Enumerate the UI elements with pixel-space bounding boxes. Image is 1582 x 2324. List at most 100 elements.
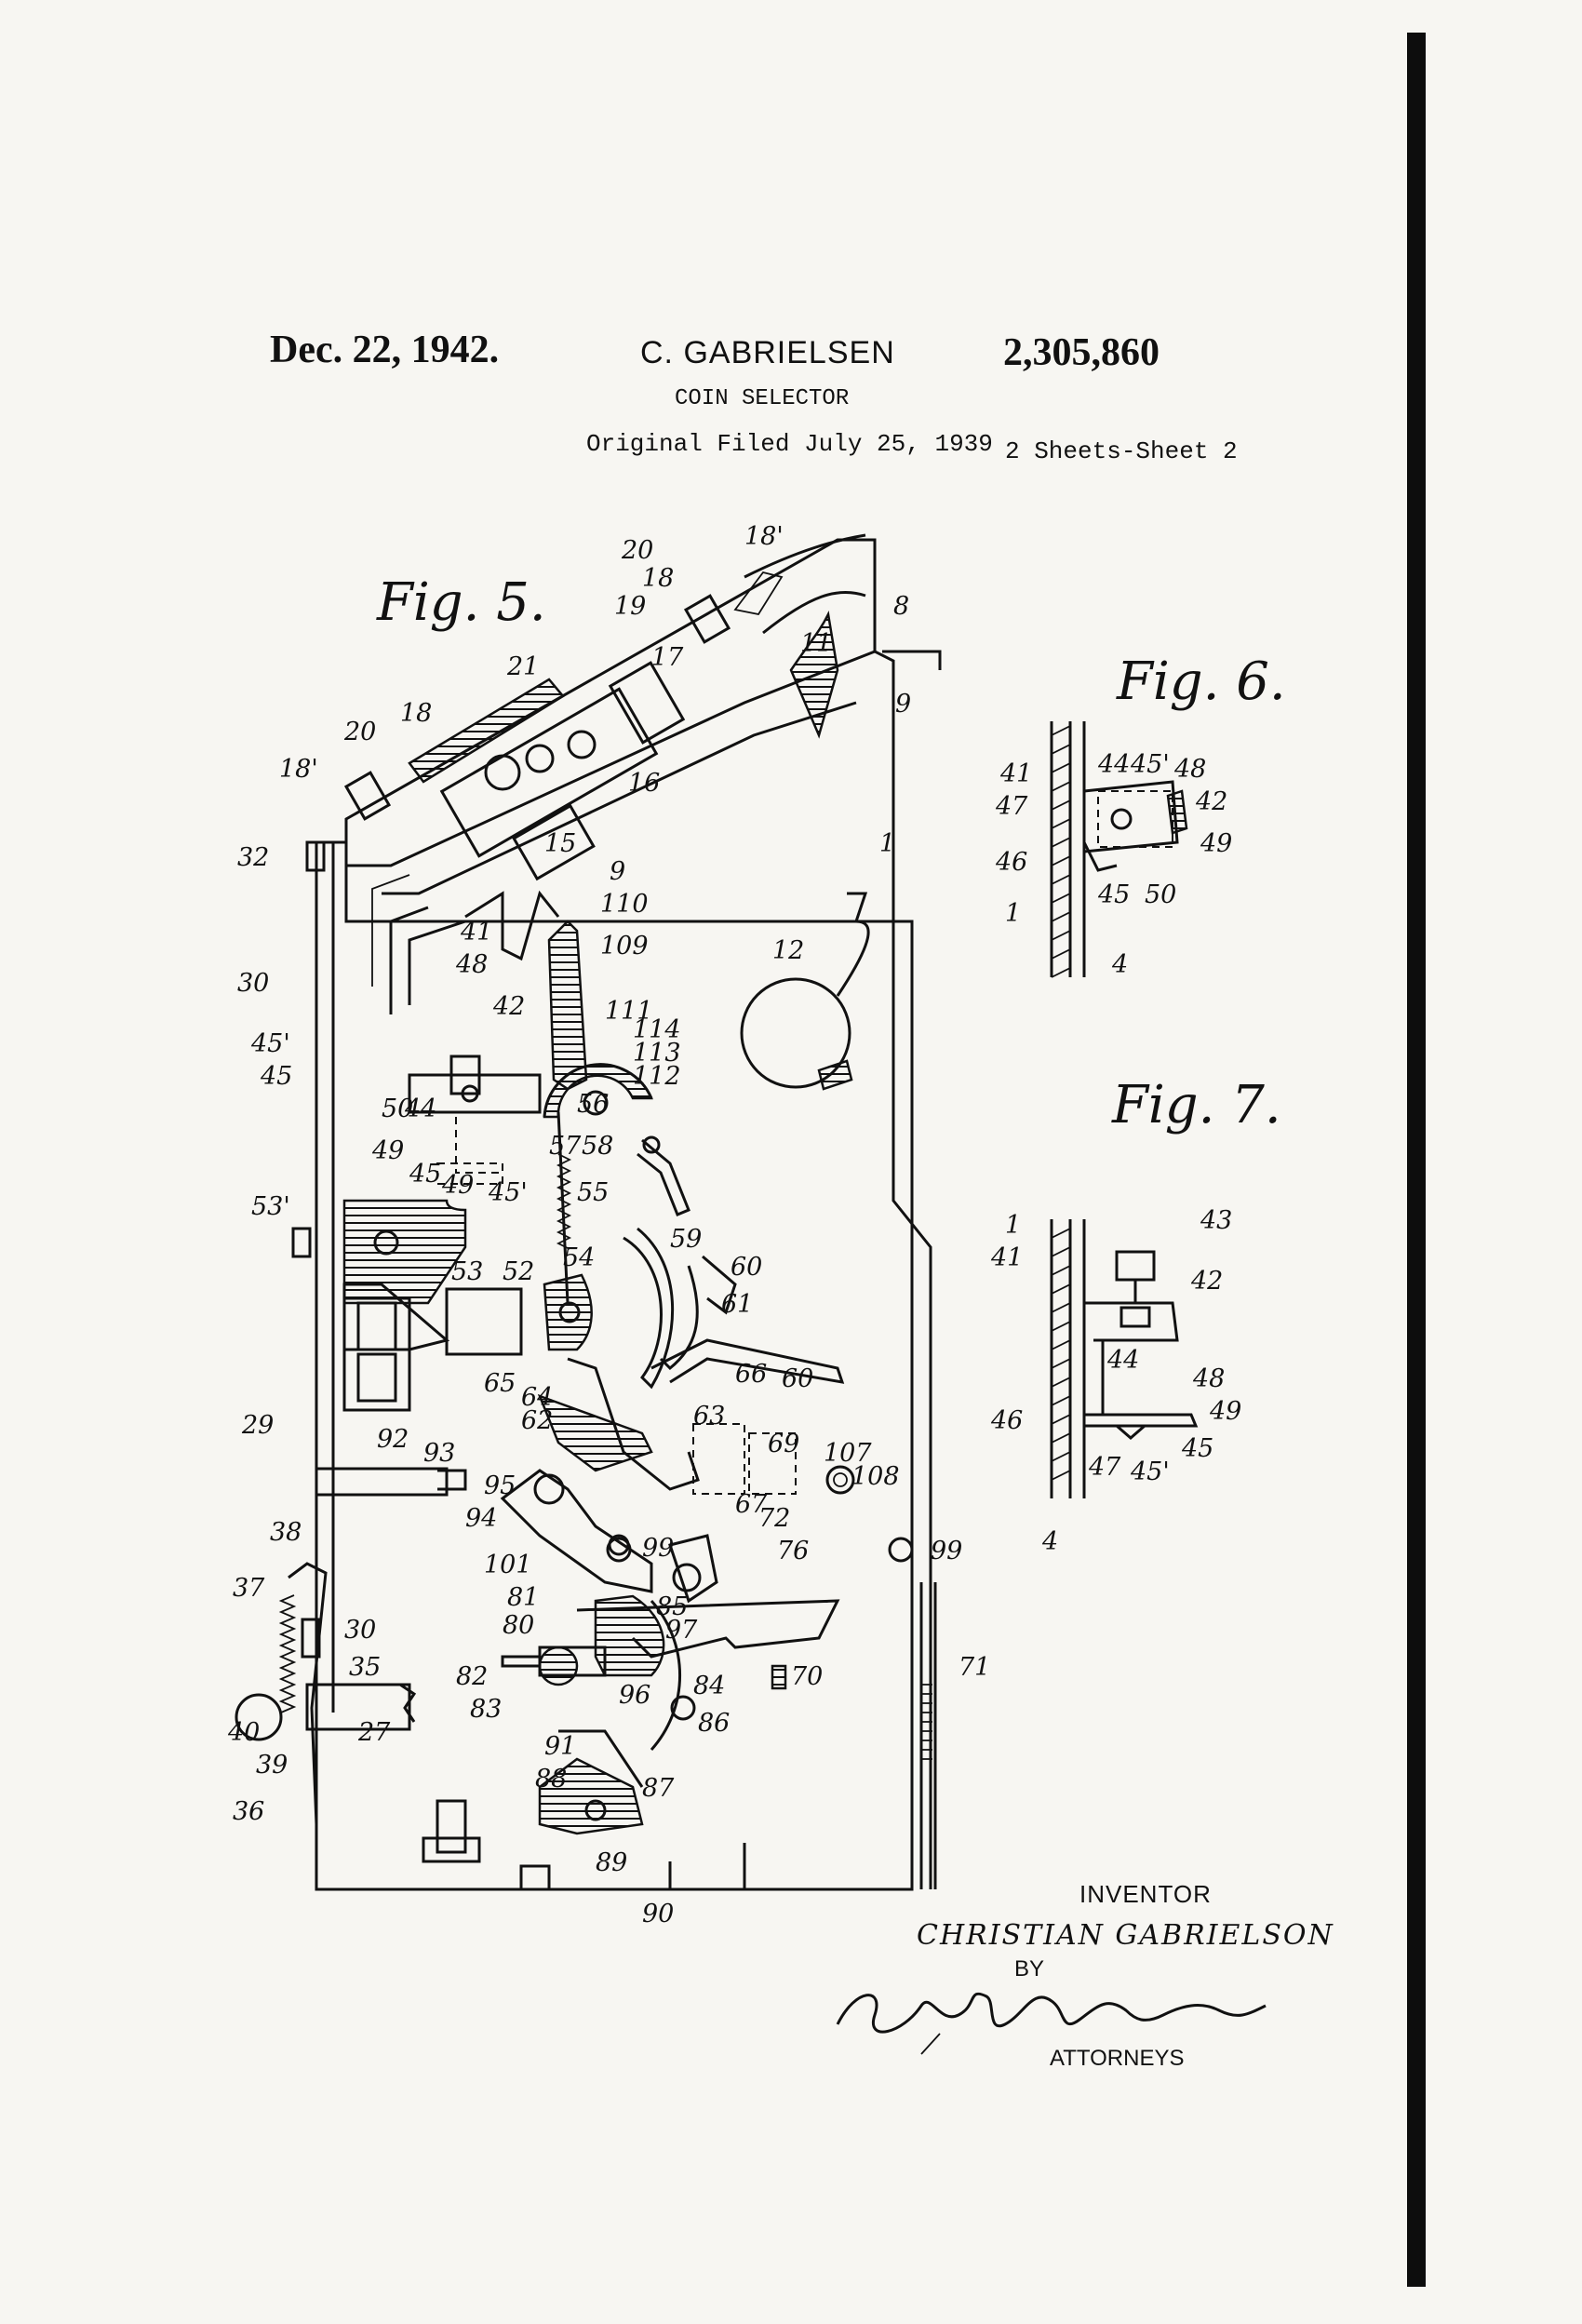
ref-label: 21 <box>506 652 539 681</box>
ref-label: 63 <box>693 1402 725 1431</box>
ref-label: 56 <box>577 1090 609 1119</box>
ref-label: 45' <box>1130 750 1170 779</box>
ref-label: 60 <box>782 1364 813 1393</box>
ref-label: 4 <box>1111 950 1128 979</box>
ref-label: 41 <box>990 1243 1023 1272</box>
ref-label: 64 <box>521 1383 553 1412</box>
slide-44 <box>408 1073 542 1114</box>
ref-label: 95 <box>484 1471 516 1500</box>
ref-label: 87 <box>642 1774 675 1803</box>
filing-info: Original Filed July 25, 1939 <box>586 430 993 458</box>
ref-label: 59 <box>670 1225 702 1254</box>
ref-label: 90 <box>642 1900 674 1928</box>
ref-label: 11 <box>800 629 832 658</box>
ref-label: 20 <box>343 718 376 746</box>
ref-label: 60 <box>731 1253 762 1282</box>
fig5-reference-numerals: 20 18' 18 19 8 17 11 9 21 18 20 18' 16 1… <box>227 522 990 1928</box>
ref-label: 16 <box>628 769 660 798</box>
ref-label: 18' <box>744 522 784 551</box>
ref-label: 53' <box>251 1192 290 1221</box>
ref-label: 66 <box>735 1360 767 1389</box>
ref-label: 72 <box>758 1504 790 1533</box>
ref-label: 97 <box>665 1616 698 1645</box>
ref-label: 65 <box>484 1369 516 1398</box>
ref-label: 15 <box>544 829 576 858</box>
ref-label: 45 <box>409 1160 441 1189</box>
ref-label: 46 <box>990 1406 1023 1435</box>
ref-label: 89 <box>596 1848 627 1877</box>
spring-21 <box>408 678 565 784</box>
ref-label: 70 <box>791 1662 823 1691</box>
ref-label: 17 <box>651 643 684 672</box>
ref-label: 9 <box>895 690 911 719</box>
ref-label: 81 <box>507 1583 539 1612</box>
ref-label: 48 <box>455 950 488 979</box>
ref-label: 39 <box>256 1751 288 1780</box>
ref-label: 88 <box>535 1765 567 1793</box>
ref-label: 45 <box>1181 1434 1213 1463</box>
ref-label: 96 <box>619 1681 650 1710</box>
ref-label: 99 <box>642 1534 674 1563</box>
solenoid-52 <box>445 1287 523 1356</box>
ref-label: 43 <box>1200 1206 1232 1235</box>
ref-label: 61 <box>721 1290 753 1319</box>
ref-label: 111 <box>605 997 653 1026</box>
ref-label: 93 <box>423 1439 455 1468</box>
attorney-signature <box>836 1992 1267 2055</box>
ref-label: 32 <box>237 843 269 872</box>
ref-label: 49 <box>1209 1397 1241 1426</box>
ref-label: 114 <box>633 1015 681 1044</box>
patent-title: COIN SELECTOR <box>675 386 850 411</box>
inventor-signature-name: CHRISTIAN GABRIELSON <box>917 1919 1334 1952</box>
ref-label: 41 <box>460 918 492 947</box>
lever-109 <box>547 920 588 1091</box>
ref-label: 18 <box>400 699 432 728</box>
ref-label: 4 <box>1041 1527 1058 1556</box>
ref-label: 42 <box>1190 1267 1223 1296</box>
ref-label: 45' <box>488 1178 528 1207</box>
ref-label: 84 <box>693 1672 725 1700</box>
ref-label: 35 <box>349 1653 381 1682</box>
ref-label: 99 <box>931 1537 962 1565</box>
adjuster-block <box>439 687 659 858</box>
ref-label: 12 <box>772 936 804 965</box>
ref-label: 45' <box>250 1029 290 1058</box>
ref-label: 1 <box>1005 899 1021 928</box>
ref-label: 71 <box>959 1653 990 1682</box>
ref-label: 92 <box>377 1425 409 1454</box>
ref-label: 47 <box>1088 1453 1121 1482</box>
ref-label: 112 <box>633 1062 681 1091</box>
ref-label: 30 <box>237 969 269 998</box>
ref-label: 49 <box>371 1136 404 1165</box>
ref-label: 47 <box>995 792 1028 821</box>
ref-label: 46 <box>995 848 1027 877</box>
ref-label: 101 <box>484 1551 532 1579</box>
block-53 <box>342 1199 467 1305</box>
ref-label: 38 <box>270 1518 302 1547</box>
ref-label: 36 <box>233 1797 264 1826</box>
ref-label: 42 <box>1195 787 1227 816</box>
ref-label: 86 <box>698 1709 730 1738</box>
ref-label: 48 <box>1192 1364 1225 1393</box>
ref-label: 54 <box>563 1243 595 1272</box>
ref-label: 76 <box>777 1537 809 1565</box>
right-margin-rule <box>1407 33 1426 2287</box>
fig6-drawing <box>1050 721 1188 978</box>
fig6-label: Fig. 6. <box>1117 652 1286 712</box>
ref-label: 45' <box>1130 1458 1170 1486</box>
ref-label: 44 <box>404 1095 436 1123</box>
fig5-label: Fig. 5. <box>377 572 546 633</box>
fig6-reference-numerals: 41 44 45' 48 47 42 46 49 45 50 1 4 <box>995 750 1232 979</box>
ref-label: 82 <box>456 1662 488 1691</box>
attorneys-label: ATTORNEYS <box>1050 2046 1185 2071</box>
ref-label: 8 <box>893 592 909 621</box>
ref-label: 48 <box>1173 755 1206 784</box>
ref-label: 94 <box>465 1504 497 1533</box>
ref-label: 18 <box>642 564 674 593</box>
ref-label: 42 <box>492 992 525 1021</box>
ref-label: 45 <box>260 1062 292 1091</box>
ref-label: 83 <box>470 1695 502 1724</box>
fig7-reference-numerals: 1 43 41 42 44 48 46 49 45 47 45' 4 <box>990 1206 1241 1556</box>
ref-label: 113 <box>633 1039 681 1068</box>
